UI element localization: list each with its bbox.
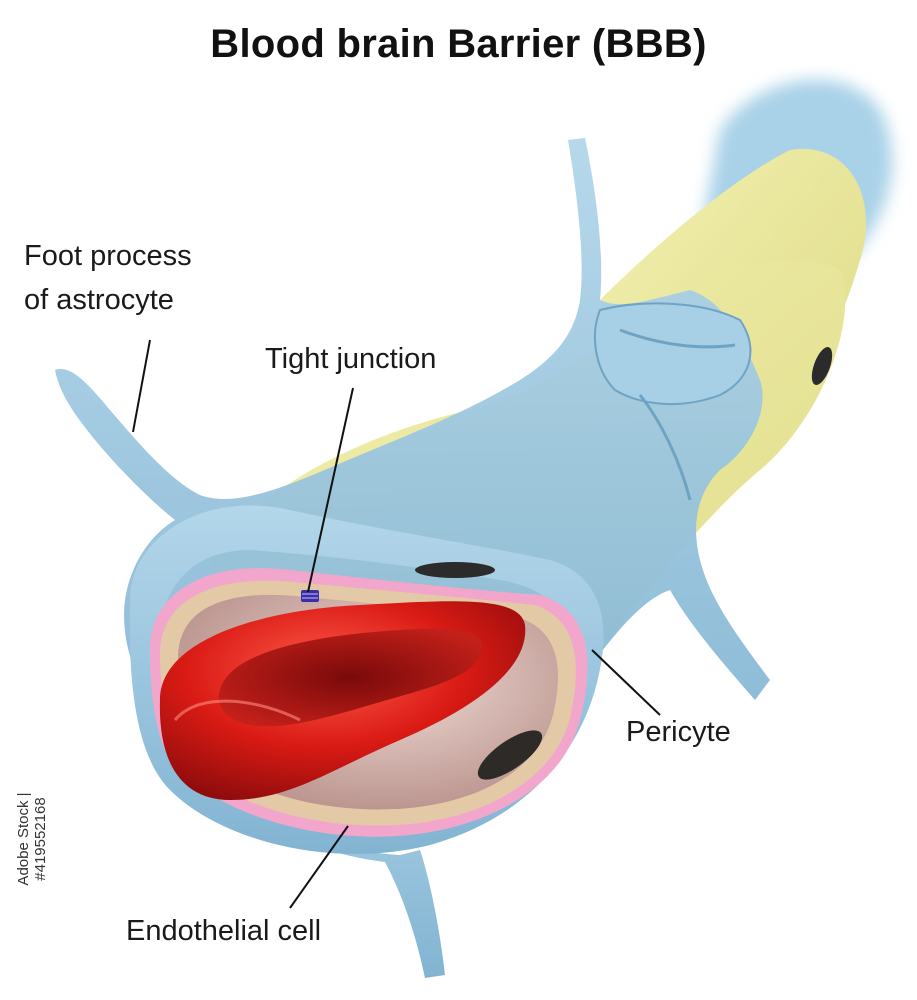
pericyte-nucleus-top [415,562,495,578]
tight-junction-marker [301,590,319,602]
pericyte-nucleus-front [477,730,543,780]
tight-junction-label: Tight junction [265,343,437,375]
foot-process-label-line1: Foot process [24,240,192,272]
pericyte-leader [591,649,661,716]
stock-watermark-id: Adobe Stock | #419552168 [15,792,49,886]
red-blood-cell [159,601,526,800]
endothelial-cell-label: Endothelial cell [126,915,322,947]
foot-process-label-line2: of astrocyte [24,284,174,316]
leader-lines [132,339,661,909]
diagram-title: Blood brain Barrier (BBB) [210,22,707,66]
endothelial-leader [289,825,349,909]
foot-process-leader [132,339,151,433]
pericyte-nucleus-back [811,347,833,385]
tight-junction-leader [307,387,354,593]
pericyte-label: Pericyte [626,716,731,748]
